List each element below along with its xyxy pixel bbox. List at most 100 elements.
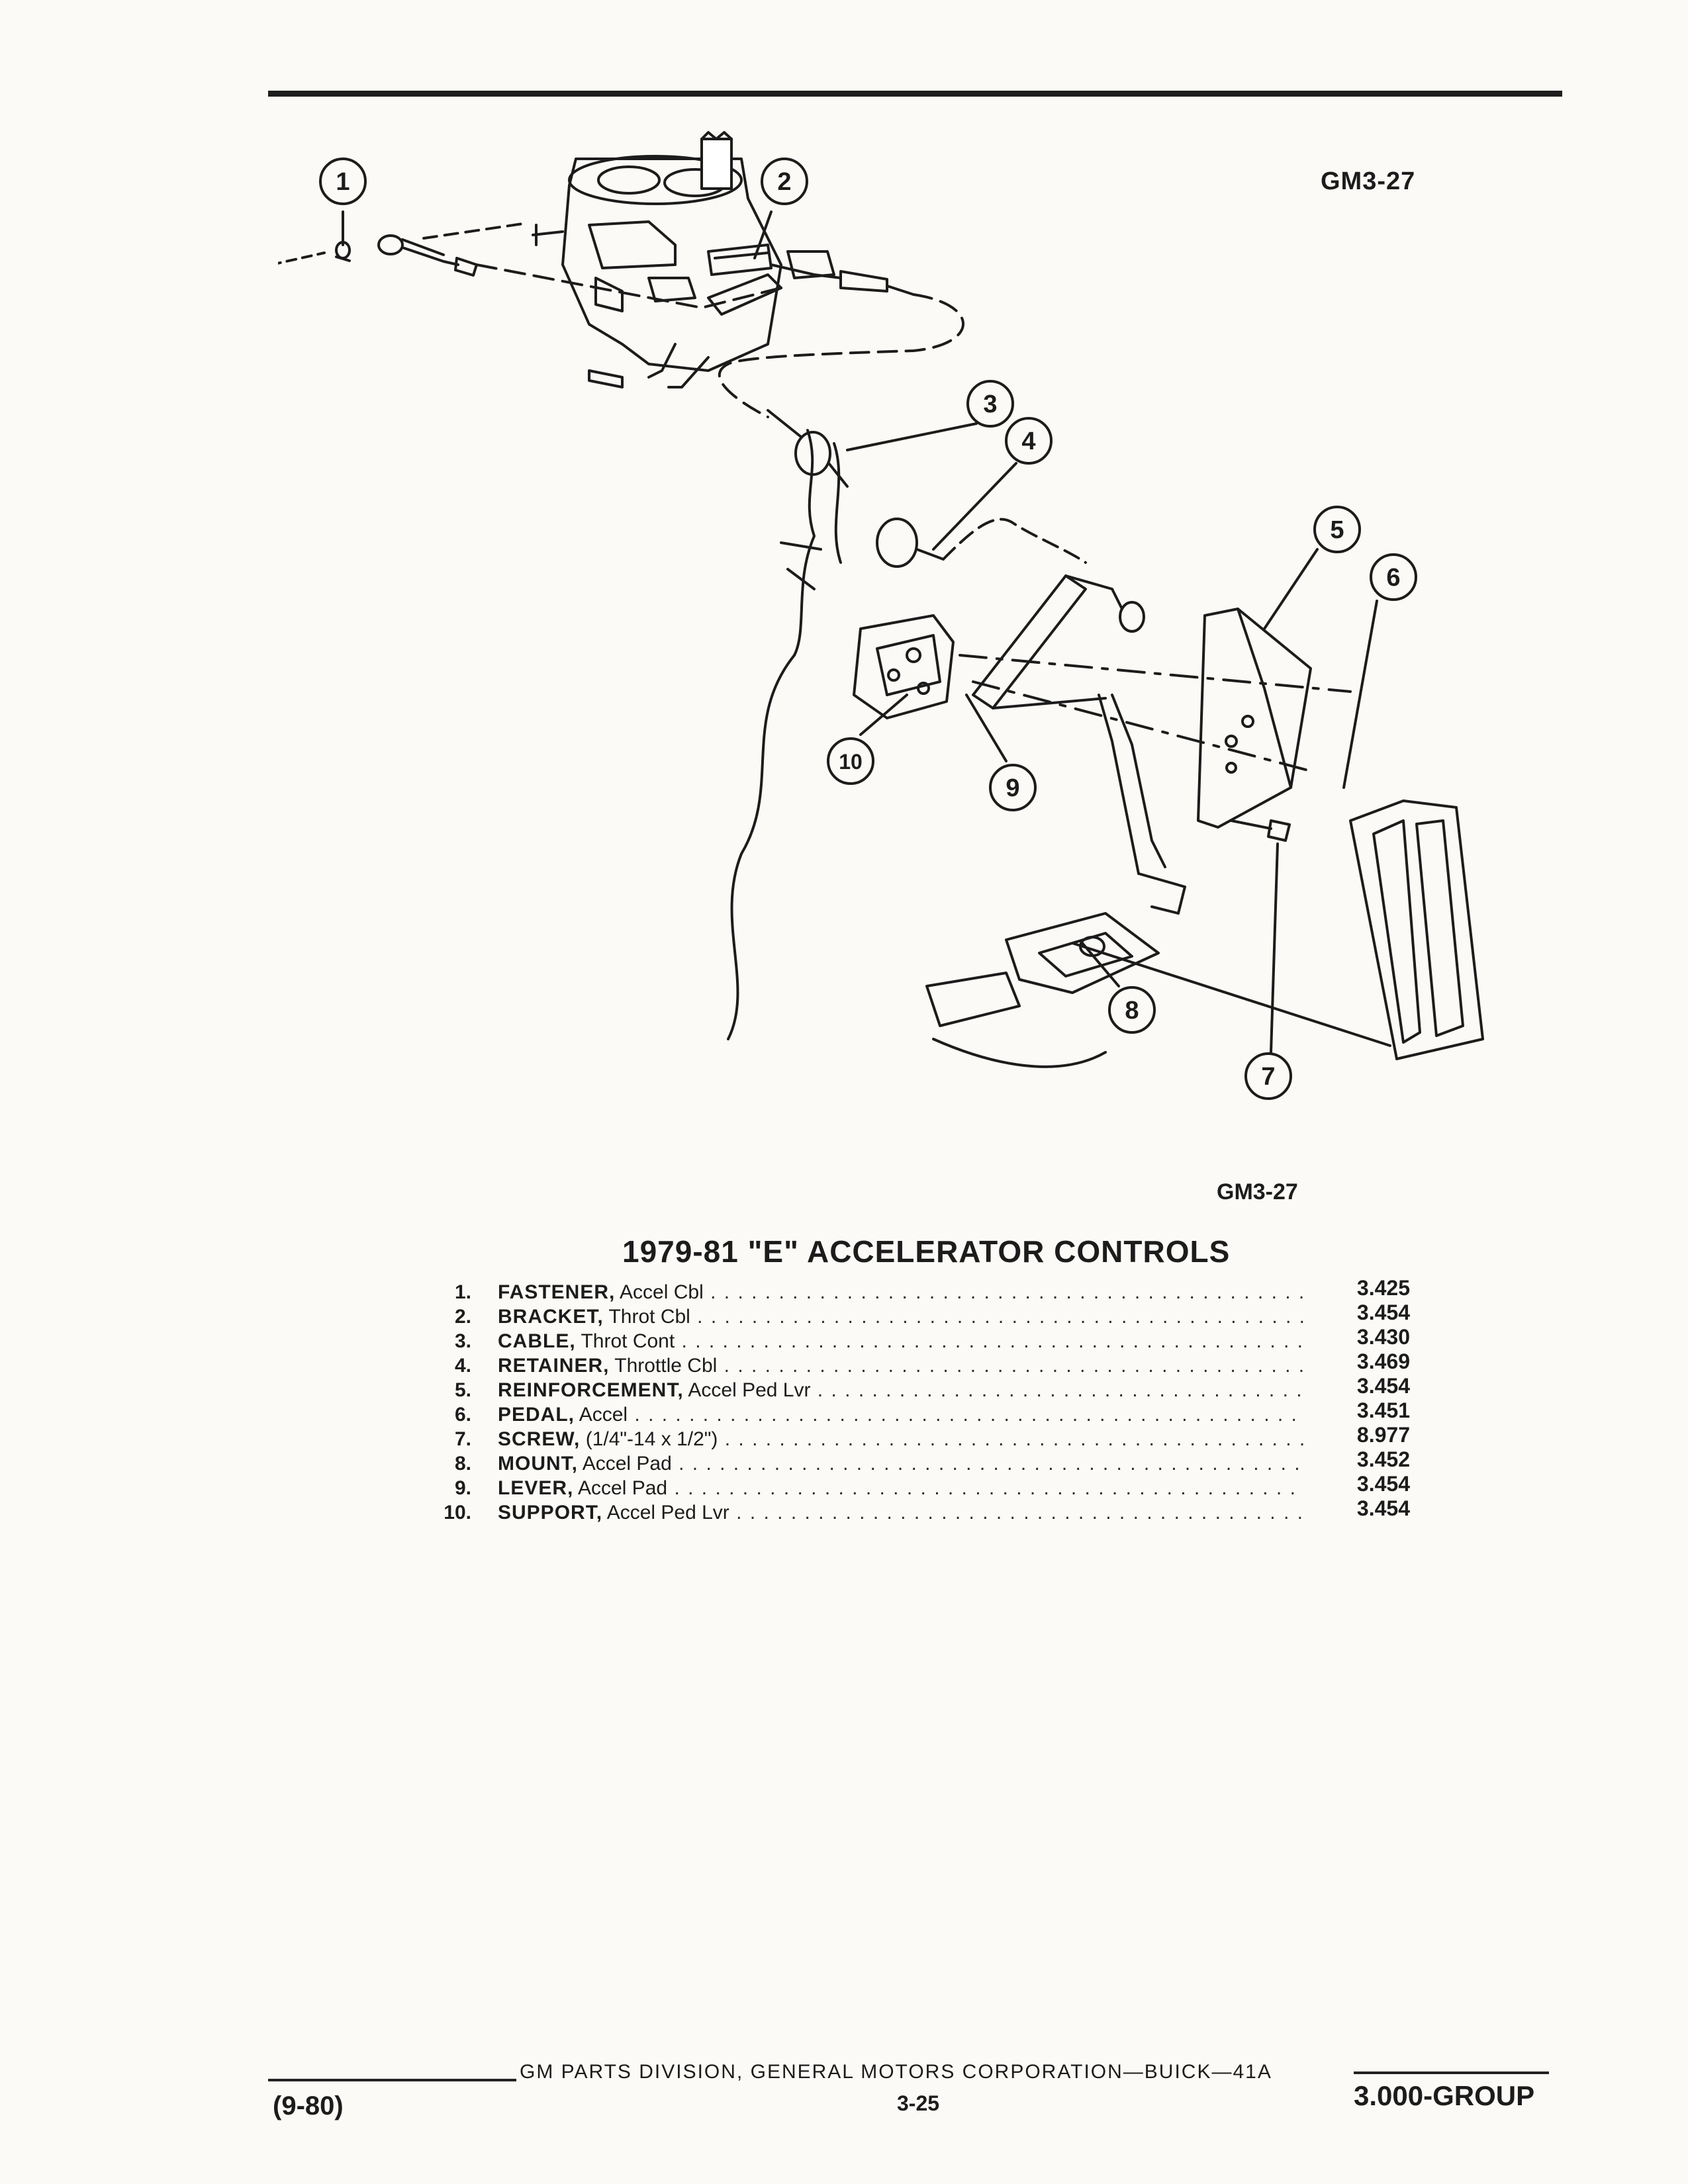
callout-label-4: 4: [1021, 428, 1035, 455]
callout-8: [1108, 986, 1156, 1034]
callout-9: [989, 764, 1037, 811]
pedal-lever-part: [972, 574, 1186, 915]
callout-3: [966, 380, 1014, 428]
part-detail: Accel: [579, 1404, 628, 1426]
part-group-ref: 8.977: [1356, 1423, 1410, 1447]
part-detail: Accel Cbl: [620, 1281, 704, 1303]
exploded-view-diagram: 1 2 3 4 5 6 7 8 9 10: [278, 131, 1484, 1100]
parts-list-row: 2. BRACKET, Throt Cbl 3.454: [424, 1300, 1430, 1329]
reinforcement-part: [1197, 608, 1312, 829]
part-description: REINFORCEMENT, Accel Ped Lvr: [498, 1378, 1304, 1402]
part-number: 1.: [454, 1281, 471, 1303]
part-name: RETAINER,: [498, 1355, 610, 1377]
part-description: PEDAL, Accel: [498, 1402, 1304, 1427]
part-description: FASTENER, Accel Cbl: [498, 1280, 1304, 1304]
callout-2: [761, 158, 808, 205]
part-number: 2.: [454, 1306, 471, 1328]
part-description: SCREW, (1/4"-14 x 1/2"): [498, 1427, 1304, 1451]
revision-date: (9-80): [273, 2091, 344, 2120]
callout-label-9: 9: [1006, 774, 1019, 802]
part-description: RETAINER, Throttle Cbl: [498, 1353, 1304, 1378]
part-name: SUPPORT,: [498, 1502, 603, 1524]
part-number: 8.: [454, 1453, 471, 1475]
firewall-panel: [727, 429, 842, 1040]
part-detail: Accel Ped Lvr: [606, 1502, 729, 1524]
part-group-ref: 3.454: [1356, 1300, 1410, 1324]
footer-rule-left: [268, 2079, 516, 2081]
part-number: 4.: [454, 1355, 471, 1377]
part-name: PEDAL,: [498, 1404, 575, 1426]
part-number: 9.: [454, 1477, 471, 1499]
parts-list-row: 10. SUPPORT, Accel Ped Lvr 3.454: [424, 1496, 1430, 1525]
part-description: BRACKET, Throt Cbl: [498, 1304, 1304, 1329]
part-group-ref: 3.425: [1356, 1276, 1410, 1300]
part-detail: Accel Ped Lvr: [688, 1379, 811, 1401]
part-group-ref: 3.454: [1356, 1472, 1410, 1496]
part-detail: Accel Pad: [582, 1453, 672, 1475]
part-description: SUPPORT, Accel Ped Lvr: [498, 1500, 1304, 1525]
part-group-ref: 3.454: [1356, 1496, 1410, 1520]
parts-list-row: 1. FASTENER, Accel Cbl 3.425: [424, 1276, 1430, 1304]
callout-1: [319, 158, 367, 205]
parts-list: 1. FASTENER, Accel Cbl 3.425 2. BRACKET,…: [424, 1276, 1430, 1525]
parts-list-row: 8. MOUNT, Accel Pad 3.452: [424, 1447, 1430, 1476]
part-group-ref: 3.430: [1356, 1325, 1410, 1349]
retainer-part: [876, 518, 945, 568]
callout-label-3: 3: [983, 390, 997, 418]
parts-list-row: 6. PEDAL, Accel 3.451: [424, 1398, 1430, 1427]
part-group-ref: 3.452: [1356, 1447, 1410, 1471]
parts-list-row: 9. LEVER, Accel Pad 3.454: [424, 1472, 1430, 1500]
page-number: 3-25: [897, 2091, 940, 2115]
parts-list-row: 3. CABLE, Throt Cont 3.430: [424, 1325, 1430, 1353]
callout-label-2: 2: [777, 168, 791, 196]
callout-label-7: 7: [1261, 1063, 1275, 1091]
part-name: LEVER,: [498, 1477, 574, 1499]
callout-label-5: 5: [1330, 516, 1344, 544]
callout-6: [1370, 553, 1417, 601]
part-number: 3.: [454, 1330, 471, 1352]
part-name: REINFORCEMENT,: [498, 1379, 684, 1401]
part-number: 7.: [454, 1428, 471, 1450]
callout-5: [1313, 506, 1361, 553]
part-number: 5.: [454, 1379, 471, 1401]
header-rule: [268, 91, 1562, 97]
screw-part: [1230, 819, 1291, 842]
accelerator-pedal-part: [1349, 799, 1484, 1060]
part-name: SCREW,: [498, 1428, 581, 1450]
part-detail: Accel Pad: [578, 1477, 668, 1499]
part-description: LEVER, Accel Pad: [498, 1476, 1304, 1500]
parts-list-row: 7. SCREW, (1/4"-14 x 1/2") 8.977: [424, 1423, 1430, 1451]
carburetor-illustration: [532, 131, 835, 388]
part-number: 6.: [454, 1404, 471, 1426]
part-description: CABLE, Throt Cont: [498, 1329, 1304, 1353]
part-group-ref: 3.451: [1356, 1398, 1410, 1422]
part-name: BRACKET,: [498, 1306, 604, 1328]
callout-label-6: 6: [1386, 564, 1400, 592]
parts-list-title: 1979-81 "E" ACCELERATOR CONTROLS: [622, 1234, 1231, 1269]
part-name: MOUNT,: [498, 1453, 578, 1475]
callout-4: [1005, 417, 1053, 465]
cable-bracket-part: [707, 244, 773, 276]
part-detail: Throttle Cbl: [614, 1355, 718, 1377]
part-number: 10.: [444, 1502, 471, 1524]
callout-label-10: 10: [839, 750, 863, 774]
part-detail: Throt Cont: [581, 1330, 675, 1352]
parts-list-row: 5. REINFORCEMENT, Accel Ped Lvr 3.454: [424, 1374, 1430, 1402]
group-number: 3.000-GROUP: [1354, 2080, 1535, 2111]
part-group-ref: 3.454: [1356, 1374, 1410, 1398]
callout-7: [1244, 1052, 1292, 1100]
part-detail: (1/4"-14 x 1/2"): [585, 1428, 718, 1450]
footer-rule-right: [1354, 2071, 1549, 2074]
part-name: CABLE,: [498, 1330, 576, 1352]
figure-caption-code: GM3-27: [1217, 1179, 1298, 1205]
cable-end-part: [377, 234, 478, 277]
pedal-support-part: [853, 614, 955, 719]
callout-label-8: 8: [1125, 997, 1139, 1024]
part-detail: Throt Cbl: [608, 1306, 690, 1328]
callout-label-1: 1: [336, 168, 350, 196]
parts-list-row: 4. RETAINER, Throttle Cbl 3.469: [424, 1349, 1430, 1378]
part-group-ref: 3.469: [1356, 1349, 1410, 1373]
callout-10: [827, 737, 874, 785]
footer-credit: GM PARTS DIVISION, GENERAL MOTORS CORPOR…: [520, 2061, 1272, 2083]
part-description: MOUNT, Accel Pad: [498, 1451, 1304, 1476]
